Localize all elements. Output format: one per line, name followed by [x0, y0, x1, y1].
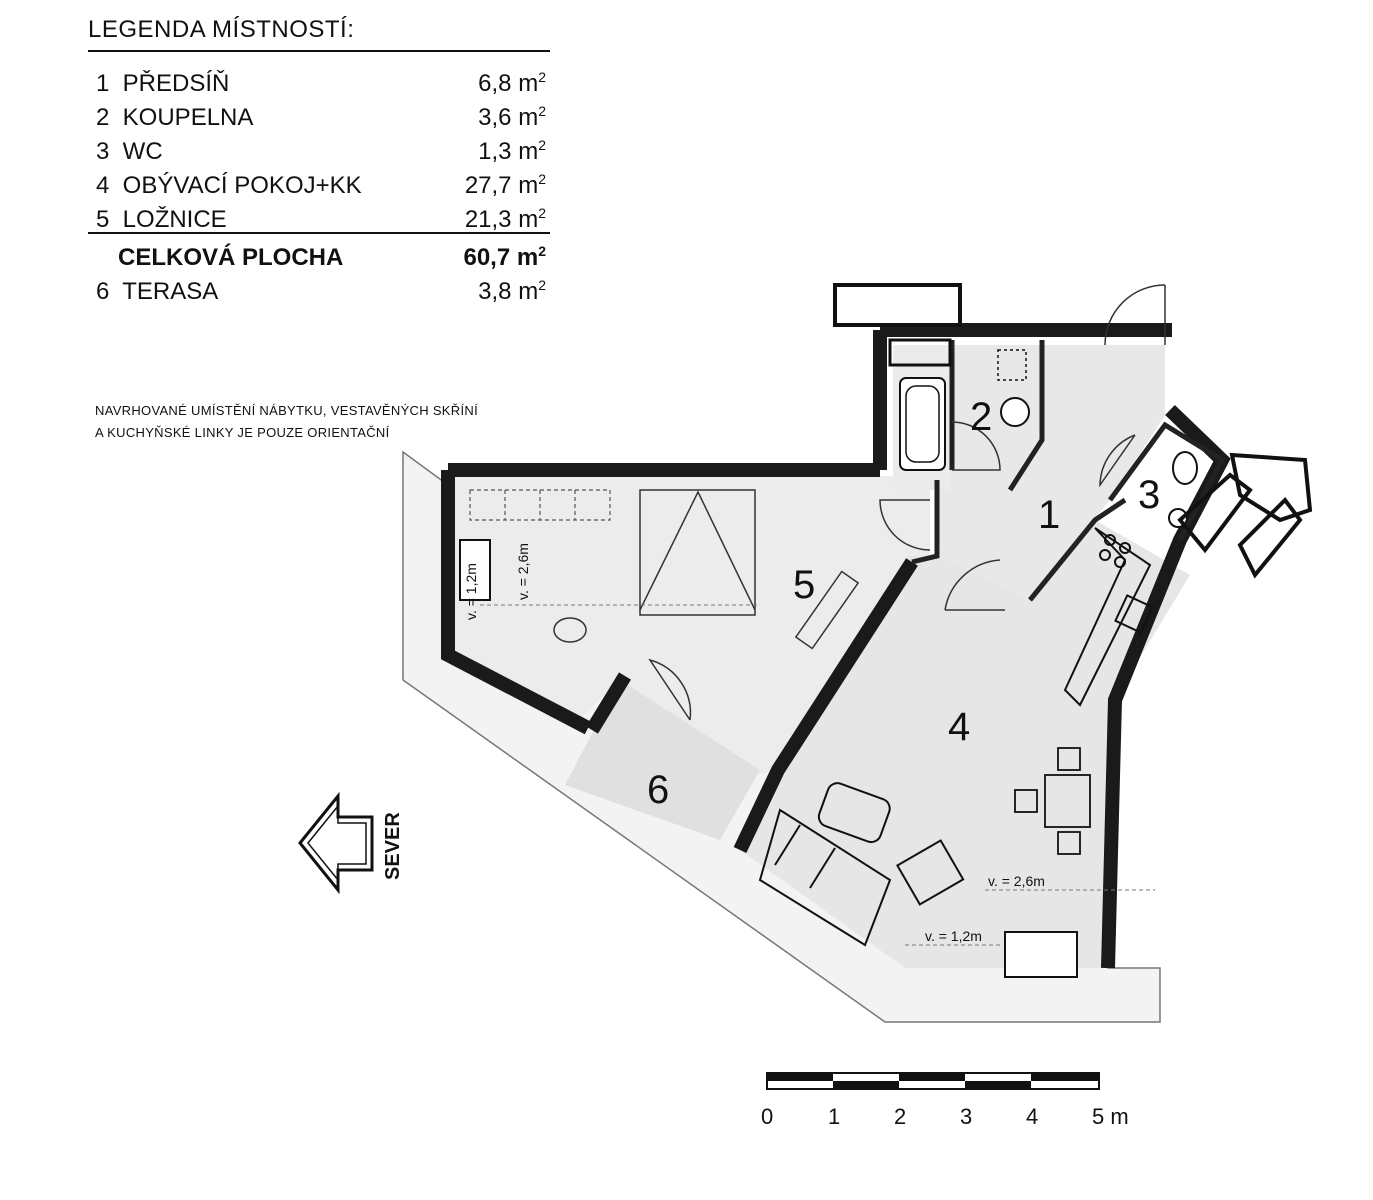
legend-row-6: 6 TERASA 3,8 m2: [96, 277, 546, 305]
legend-total-divider: [88, 232, 550, 234]
hall-floor: [937, 345, 1165, 600]
bedroom-height-high: v. = 2,6m: [515, 543, 531, 600]
legend-row-2: 2 KOUPELNA 3,6 m2: [96, 103, 546, 131]
bedroom-floor: [448, 476, 930, 780]
bedroom-wardrobe: [469, 489, 611, 521]
terrace-door: [648, 658, 692, 721]
kitchen-corner: [1028, 497, 1127, 602]
legend-row-5: 5 LOŽNICE 21,3 m2: [96, 205, 546, 233]
bedroom-door: [879, 499, 931, 551]
washbasin: [1000, 397, 1030, 427]
legend-row-1: 1 PŘEDSÍŇ 6,8 m2: [96, 69, 546, 97]
legend-row-3: 3 WC 1,3 m2: [96, 137, 546, 165]
room-legend: LEGENDA MÍSTNOSTÍ: 1 PŘEDSÍŇ 6,8 m2 2 KO…: [88, 16, 550, 305]
bed: [639, 489, 756, 616]
scale-tick-4: 4: [1026, 1104, 1038, 1129]
bedroom-height-low: v. = 1,2m: [463, 563, 479, 620]
living-door: [944, 559, 1005, 611]
room-number-4: 4: [948, 705, 970, 749]
bathtub-inner: [905, 385, 940, 463]
room-number-6: 6: [647, 768, 669, 812]
room-number-1: 1: [1038, 493, 1060, 537]
sofa: [758, 808, 892, 947]
legend-row-4: 4 OBÝVACÍ POKOJ+KK 27,7 m2: [96, 171, 546, 199]
north-arrow-icon: [298, 791, 374, 895]
living-height-high: v. = 2,6m: [988, 873, 1045, 889]
wardrobes-east: [1177, 452, 1313, 579]
terrace-floor: [565, 680, 760, 840]
cupboard-top: [833, 283, 962, 327]
north-arrow: SEVER: [298, 791, 404, 895]
armchair: [895, 839, 965, 906]
north-label: SEVER: [382, 812, 404, 880]
interior-wall-diag: [733, 558, 918, 854]
bedroom-shelf: [794, 570, 860, 650]
legend-title: LEGENDA MÍSTNOSTÍ:: [88, 16, 550, 52]
scale-bar: 0 1 2 3 4 5 m: [761, 1072, 1129, 1129]
cupboard-shelf: [888, 338, 952, 367]
coffee-table: [817, 782, 891, 844]
living-hall-wall: [911, 480, 940, 565]
bathroom-door: [951, 421, 1001, 471]
bath-divider: [1007, 340, 1045, 492]
legend-total-row: CELKOVÁ PLOCHA 60,7 m2: [118, 243, 546, 271]
bathtub: [899, 377, 946, 471]
note-line-1: NAVRHOVANÉ UMÍSTĚNÍ NÁBYTKU, VESTAVĚNÝCH…: [95, 403, 478, 418]
terrace-wall: [586, 672, 631, 734]
scale-tick-1: 1: [828, 1104, 840, 1129]
scale-tick-3: 3: [960, 1104, 972, 1129]
bedroom-desk: [459, 539, 491, 601]
scale-tick-2: 2: [894, 1104, 906, 1129]
room-number-5: 5: [793, 563, 815, 607]
scale-tick-5: 5 m: [1092, 1104, 1129, 1129]
living-cabinet: [1004, 931, 1078, 978]
bedroom-chair: [553, 617, 587, 643]
scale-tick-0: 0: [761, 1104, 773, 1129]
room-number-3: 3: [1138, 473, 1160, 517]
furniture-note: NAVRHOVANÉ UMÍSTĚNÍ NÁBYTKU, VESTAVĚNÝCH…: [95, 400, 478, 444]
note-line-2: A KUCHYŇSKÉ LINKY JE POUZE ORIENTAČNÍ: [95, 425, 390, 440]
kitchen-counter: [1063, 527, 1154, 707]
bath-toilet: [997, 349, 1027, 381]
bedroom-west-wall: [441, 470, 592, 735]
wc-door: [1099, 434, 1136, 488]
wc-toilet: [1172, 451, 1198, 485]
entrance-door: [1104, 284, 1166, 346]
dining-set: [1014, 747, 1091, 855]
living-height-low: v. = 1,2m: [925, 928, 982, 944]
room-number-2: 2: [970, 395, 992, 439]
